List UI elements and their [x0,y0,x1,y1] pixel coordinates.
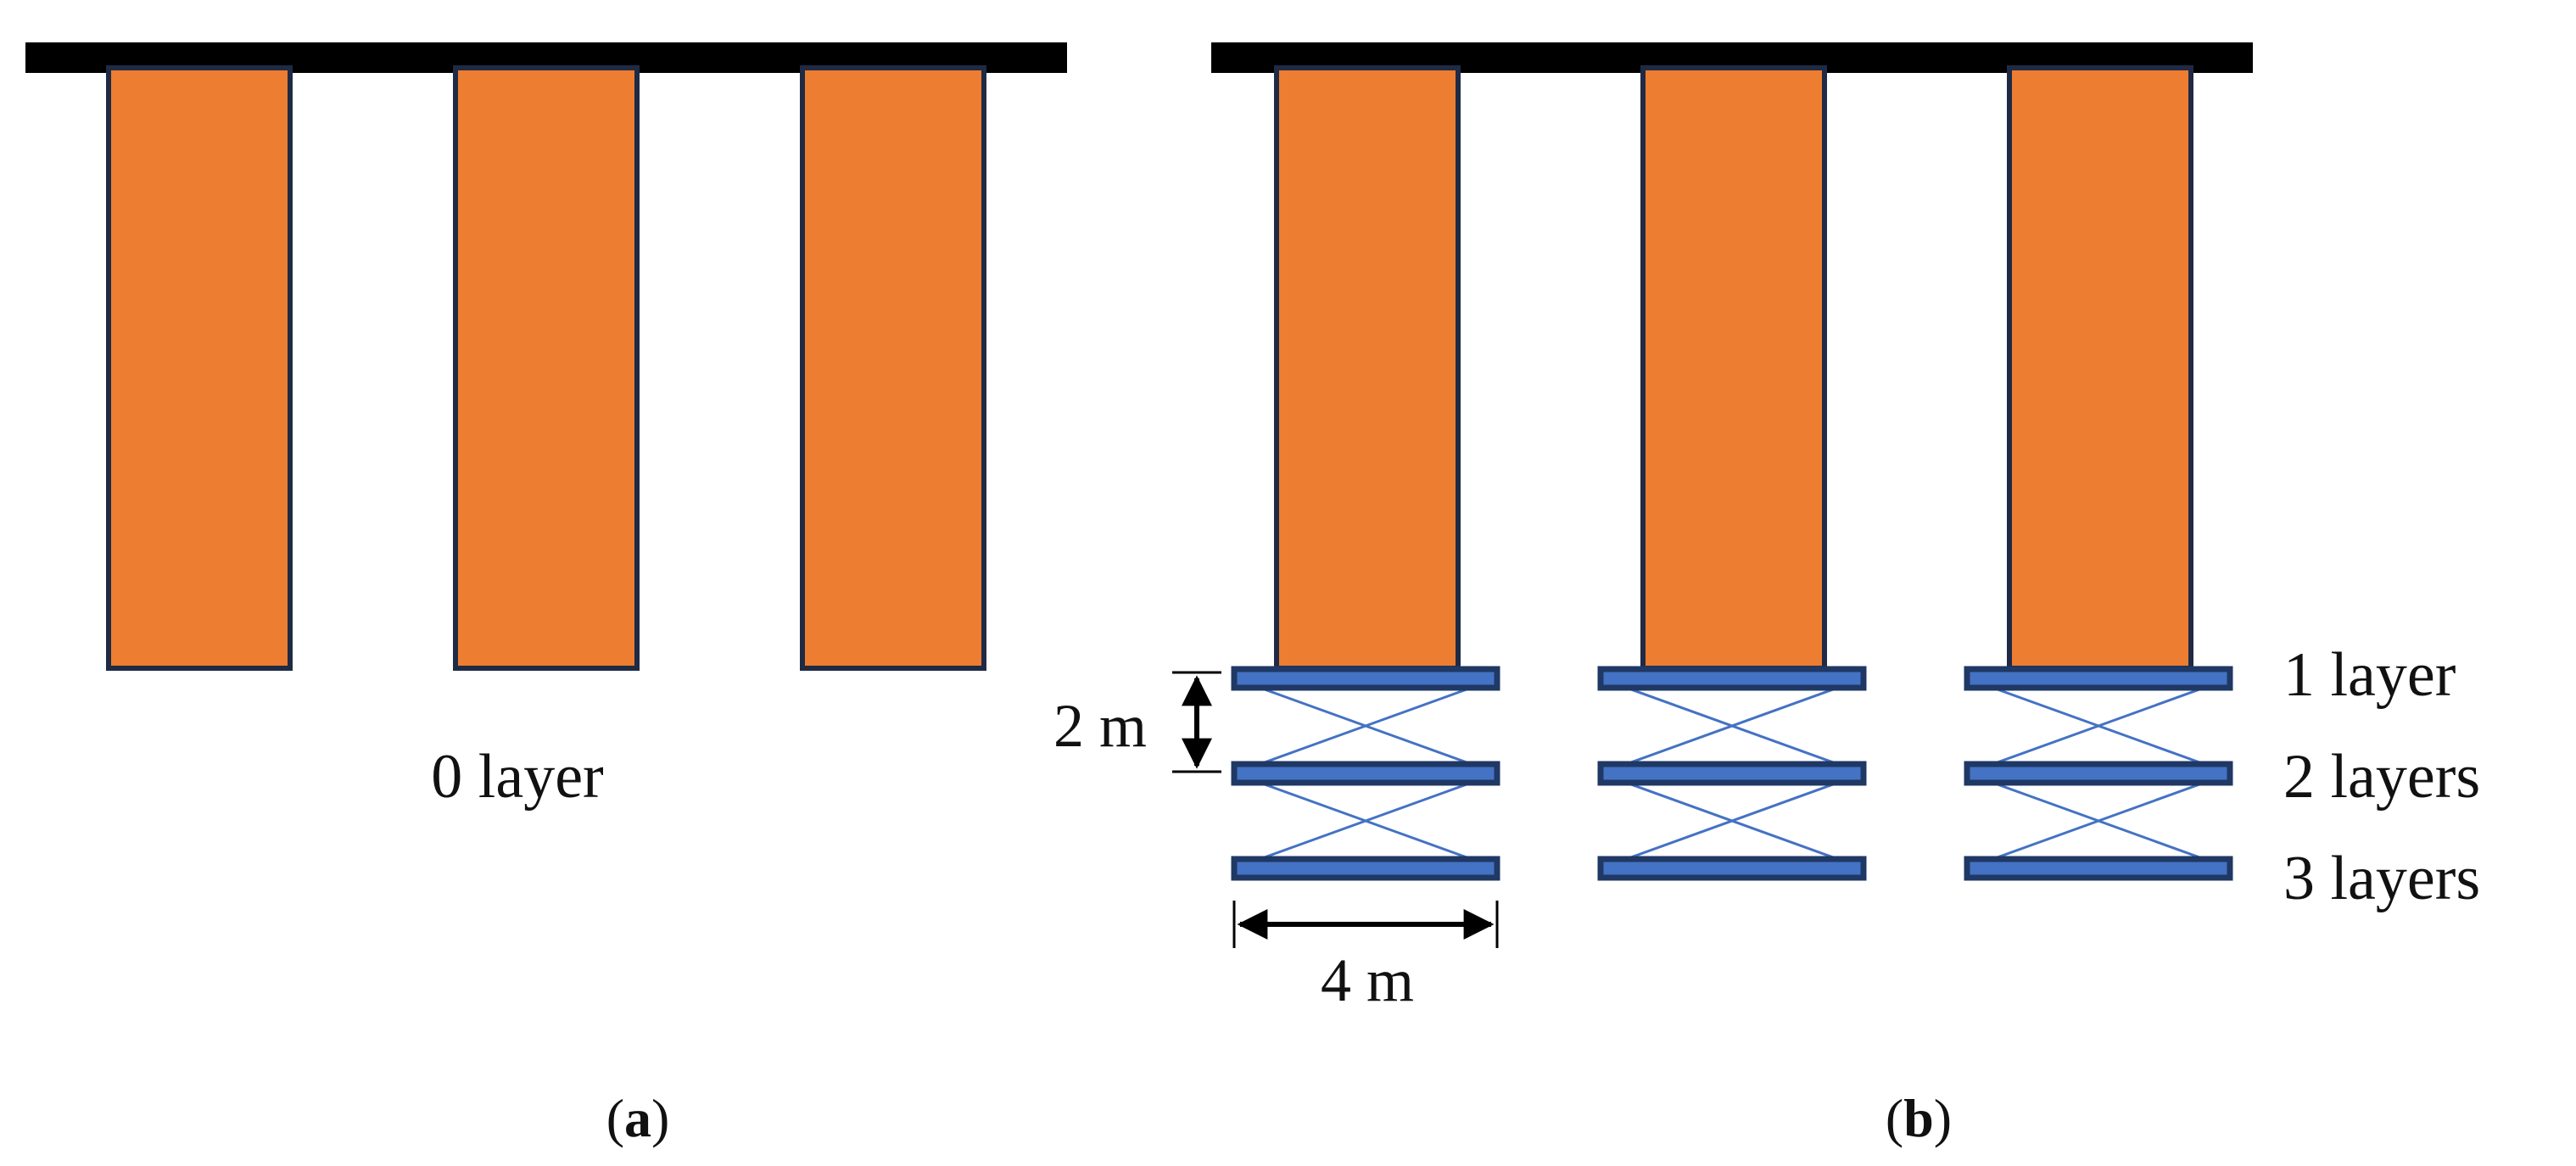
panel-b-pile-group-3 [1964,65,2233,881]
panel-b-pile-1 [1274,65,1461,671]
panel-a-caption-open: ( [606,1088,624,1148]
brace-line [1966,677,2231,775]
panel-a-layer-label: 0 layer [431,742,603,812]
dimension-horizontal: 4 m [1232,901,1499,1014]
panel-a: 0 layer (a) [25,42,1067,1148]
panel-b-pile-group-2 [1597,65,1867,881]
reinforcement-plate-layer-3 [1597,856,1867,881]
layer-label-3: 3 layers [2283,844,2480,913]
panel-b-caption-close: ) [1934,1088,1952,1148]
reinforcement-plate-layer-1 [1597,666,1867,691]
panel-a-pile-2 [453,65,640,671]
layer-label-1: 1 layer [2283,640,2456,710]
panel-b-caption-letter: b [1903,1088,1934,1148]
reinforcement-plate-layer-3 [1231,856,1500,881]
reinforcement-plate-layer-3 [1964,856,2233,881]
brace-line [1600,772,1864,870]
reinforcement-plate-layer-2 [1597,761,1867,786]
panel-b-pile-group-1 [1231,65,1500,881]
dimension-label-4m: 4 m [1321,946,1414,1014]
brace-line [1233,772,1498,870]
brace-line [1600,677,1864,775]
panel-a-caption: (a) [606,1088,670,1148]
brace-line [1966,772,2231,870]
panel-a-caption-close: ) [651,1088,669,1148]
reinforcement-plate-layer-1 [1964,666,2233,691]
panel-b-pile-3 [2007,65,2193,671]
panel-b: 2 m 4 m 1 layer 2 layers 3 layers (b) [1053,42,2480,1148]
panel-a-pile-3 [800,65,986,671]
panel-b-pile-2 [1640,65,1827,671]
dimension-vertical: 2 m [1053,671,1221,773]
panel-b-caption: (b) [1886,1088,1952,1148]
panel-a-caption-letter: a [624,1088,651,1148]
brace-line [1233,677,1498,775]
panel-a-pile-1 [106,65,293,671]
reinforcement-plate-layer-2 [1231,761,1500,786]
layer-label-2: 2 layers [2283,742,2480,812]
panel-b-caption-open: ( [1886,1088,1903,1148]
reinforcement-plate-layer-1 [1231,666,1500,691]
dimension-label-2m: 2 m [1053,692,1147,760]
reinforcement-plate-layer-2 [1964,761,2233,786]
